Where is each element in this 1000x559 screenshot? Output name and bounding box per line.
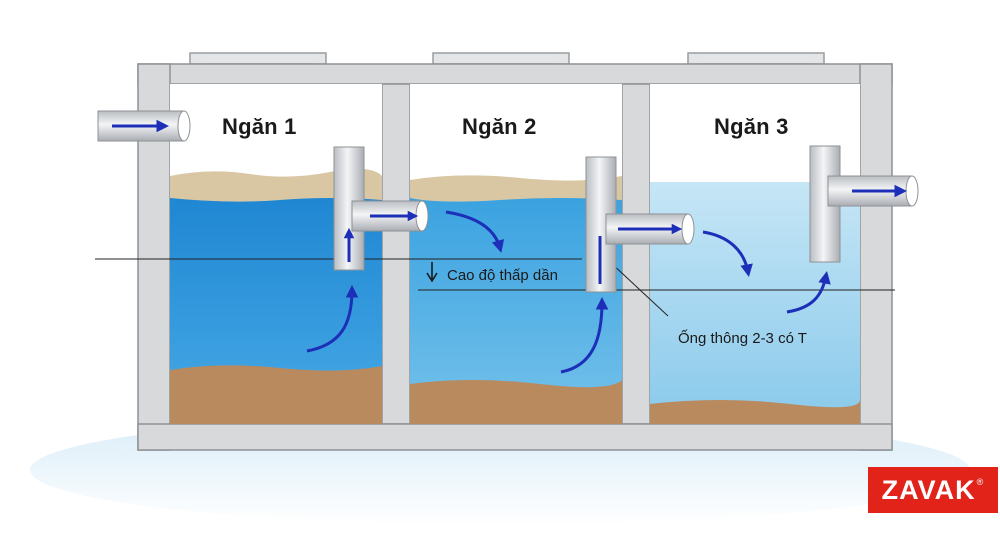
flow-arrow-icon	[786, 271, 831, 314]
chamber-2-sludge	[410, 380, 622, 424]
brand-name: ZAVAK	[881, 474, 976, 505]
pipe-note-label: Ống thông 2-3 có T	[678, 330, 807, 347]
flow-arrow-icon	[702, 230, 753, 277]
flow-arrow-icon	[560, 296, 609, 374]
chamber-2-scum	[410, 175, 622, 202]
flow-arrow-icon	[306, 284, 359, 353]
flow-arrow-icon	[445, 210, 505, 253]
chamber-1-label: Ngăn 1	[222, 114, 297, 139]
chamber-3-label: Ngăn 3	[714, 114, 789, 139]
down-arrow-icon	[426, 262, 438, 283]
chamber-2-label: Ngăn 2	[462, 114, 537, 139]
chamber-1-sludge	[170, 365, 382, 424]
chamber-3-sludge	[650, 400, 860, 424]
brand-mark: ®	[976, 477, 985, 487]
pipe-leader-line	[609, 261, 669, 317]
concrete-tank	[137, 63, 893, 451]
level-drop-label: Cao độ thấp dần	[447, 267, 558, 284]
brand-logo: ZAVAK®	[868, 467, 998, 513]
chamber-1-scum	[170, 168, 382, 202]
